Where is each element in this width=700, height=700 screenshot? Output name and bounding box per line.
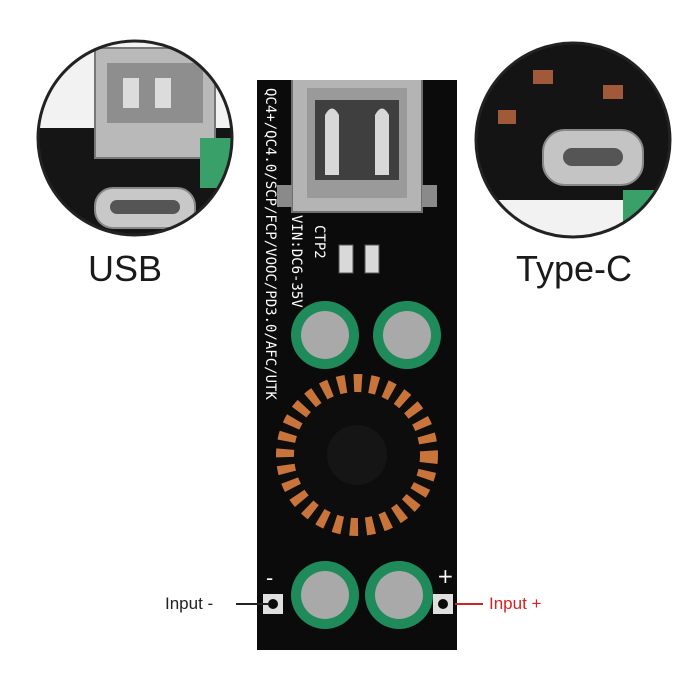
capacitor <box>291 561 359 629</box>
capacitor <box>291 301 359 369</box>
silkscreen-plus: + <box>437 564 454 588</box>
input-plus-label: Input + <box>489 594 542 613</box>
silkscreen-minus: - <box>266 566 274 590</box>
input-minus-arrow <box>236 603 268 605</box>
capacitor <box>365 561 433 629</box>
inductor <box>276 374 438 536</box>
type-c-closeup <box>473 40 673 240</box>
usb-closeup <box>35 38 235 238</box>
input-plus-pad <box>433 594 453 614</box>
input-minus-label: Input - <box>165 594 214 613</box>
type-c-label: Type-C <box>516 248 633 289</box>
input-plus-arrow <box>455 603 483 605</box>
usb-label: USB <box>88 248 163 289</box>
usb-port <box>277 80 437 213</box>
input-minus-pad <box>263 594 283 614</box>
pcb-board <box>257 80 457 650</box>
capacitor <box>373 301 441 369</box>
